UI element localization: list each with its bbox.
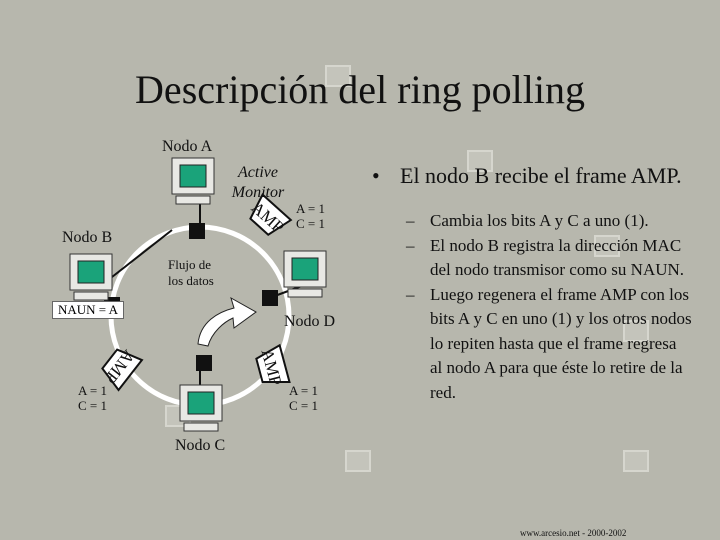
sub-bullet-1: –Cambia los bits A y C a uno (1). [406,211,649,230]
bits-top: A = 1 C = 1 [296,201,326,231]
sub-bullet-2: –El nodo B registra la dirección MAC del… [406,235,685,280]
bits-left: A = 1 C = 1 [78,383,108,413]
computer-icon-b [69,253,113,301]
computer-icon-c [179,384,223,432]
sub-bullet-3: –Luego regenera el frame AMP con los bit… [406,284,692,402]
node-d-label: Nodo D [284,313,336,330]
active-monitor-label: Active Monitor [231,164,285,201]
data-flow-arrow [197,296,257,347]
flow-label: Flujo de los datos [168,257,214,288]
main-bullet: • El nodo B recibe el frame AMP. [372,163,682,188]
connector-a [189,223,205,239]
naun-label: NAUN = A [52,301,125,319]
bullet-marker: • [372,163,380,188]
node-b-label: Nodo B [62,229,113,246]
explanation-text: • El nodo B recibe el frame AMP. –Cambia… [372,162,692,405]
computer-icon-d [283,250,327,298]
decorative-squares [165,65,649,472]
bits-right: A = 1 C = 1 [289,383,319,413]
slide-title: Descripción del ring polling [135,67,585,112]
node-a-label: Nodo A [162,138,213,155]
computer-icon-a [171,157,215,205]
node-c-label: Nodo C [175,437,226,454]
footer-credit: www.arcesio.net - 2000-2002 [520,528,627,538]
connector-d [262,290,278,306]
amp-frame-right: AMP [255,343,291,387]
connector-c [196,355,212,371]
